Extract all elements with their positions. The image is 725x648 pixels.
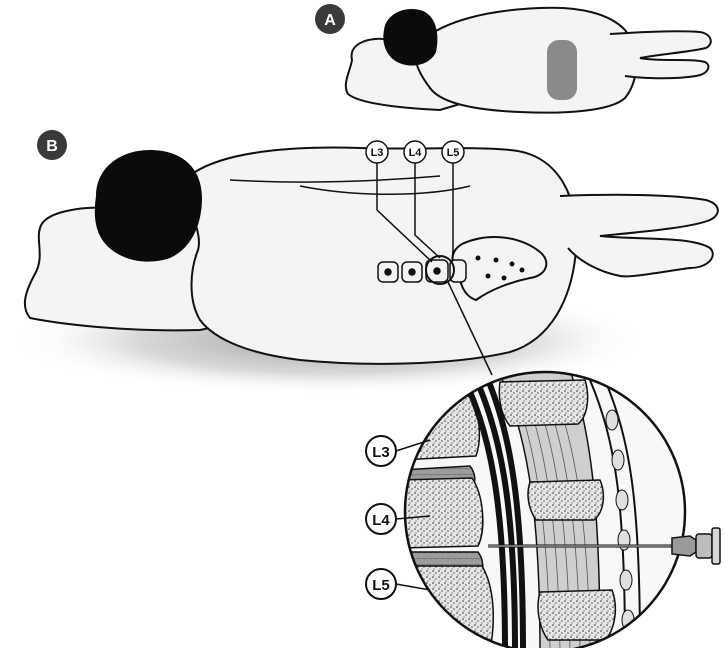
panel-a-lumbar-zone [547, 40, 577, 100]
level-label-l5: L5 [442, 141, 464, 163]
panel-b-badge-label: B [46, 138, 58, 155]
panel-b: B [10, 130, 718, 395]
inset-label-l5-text: L5 [372, 577, 390, 594]
panel-a: A [315, 4, 711, 113]
inset-label-l4-text: L4 [372, 512, 390, 529]
inset-label-l3-text: L3 [372, 444, 390, 461]
panel-a-badge-label: A [324, 12, 336, 29]
level-label-l5-text: L5 [447, 147, 460, 159]
panel-a-hair [383, 9, 437, 66]
panel-b-hair [95, 150, 202, 262]
level-label-l4: L4 [404, 141, 426, 163]
level-label-l3-text: L3 [371, 147, 384, 159]
panel-a-legs [610, 31, 711, 78]
panel-b-badge: B [37, 130, 67, 160]
magnified-spine-inset: L3 L4 L5 [366, 370, 720, 648]
panel-a-badge: A [315, 4, 345, 34]
panel-a-body [415, 8, 636, 113]
panel-b-legs [560, 195, 718, 277]
level-label-l3: L3 [366, 141, 388, 163]
level-label-l4-text: L4 [409, 147, 423, 159]
